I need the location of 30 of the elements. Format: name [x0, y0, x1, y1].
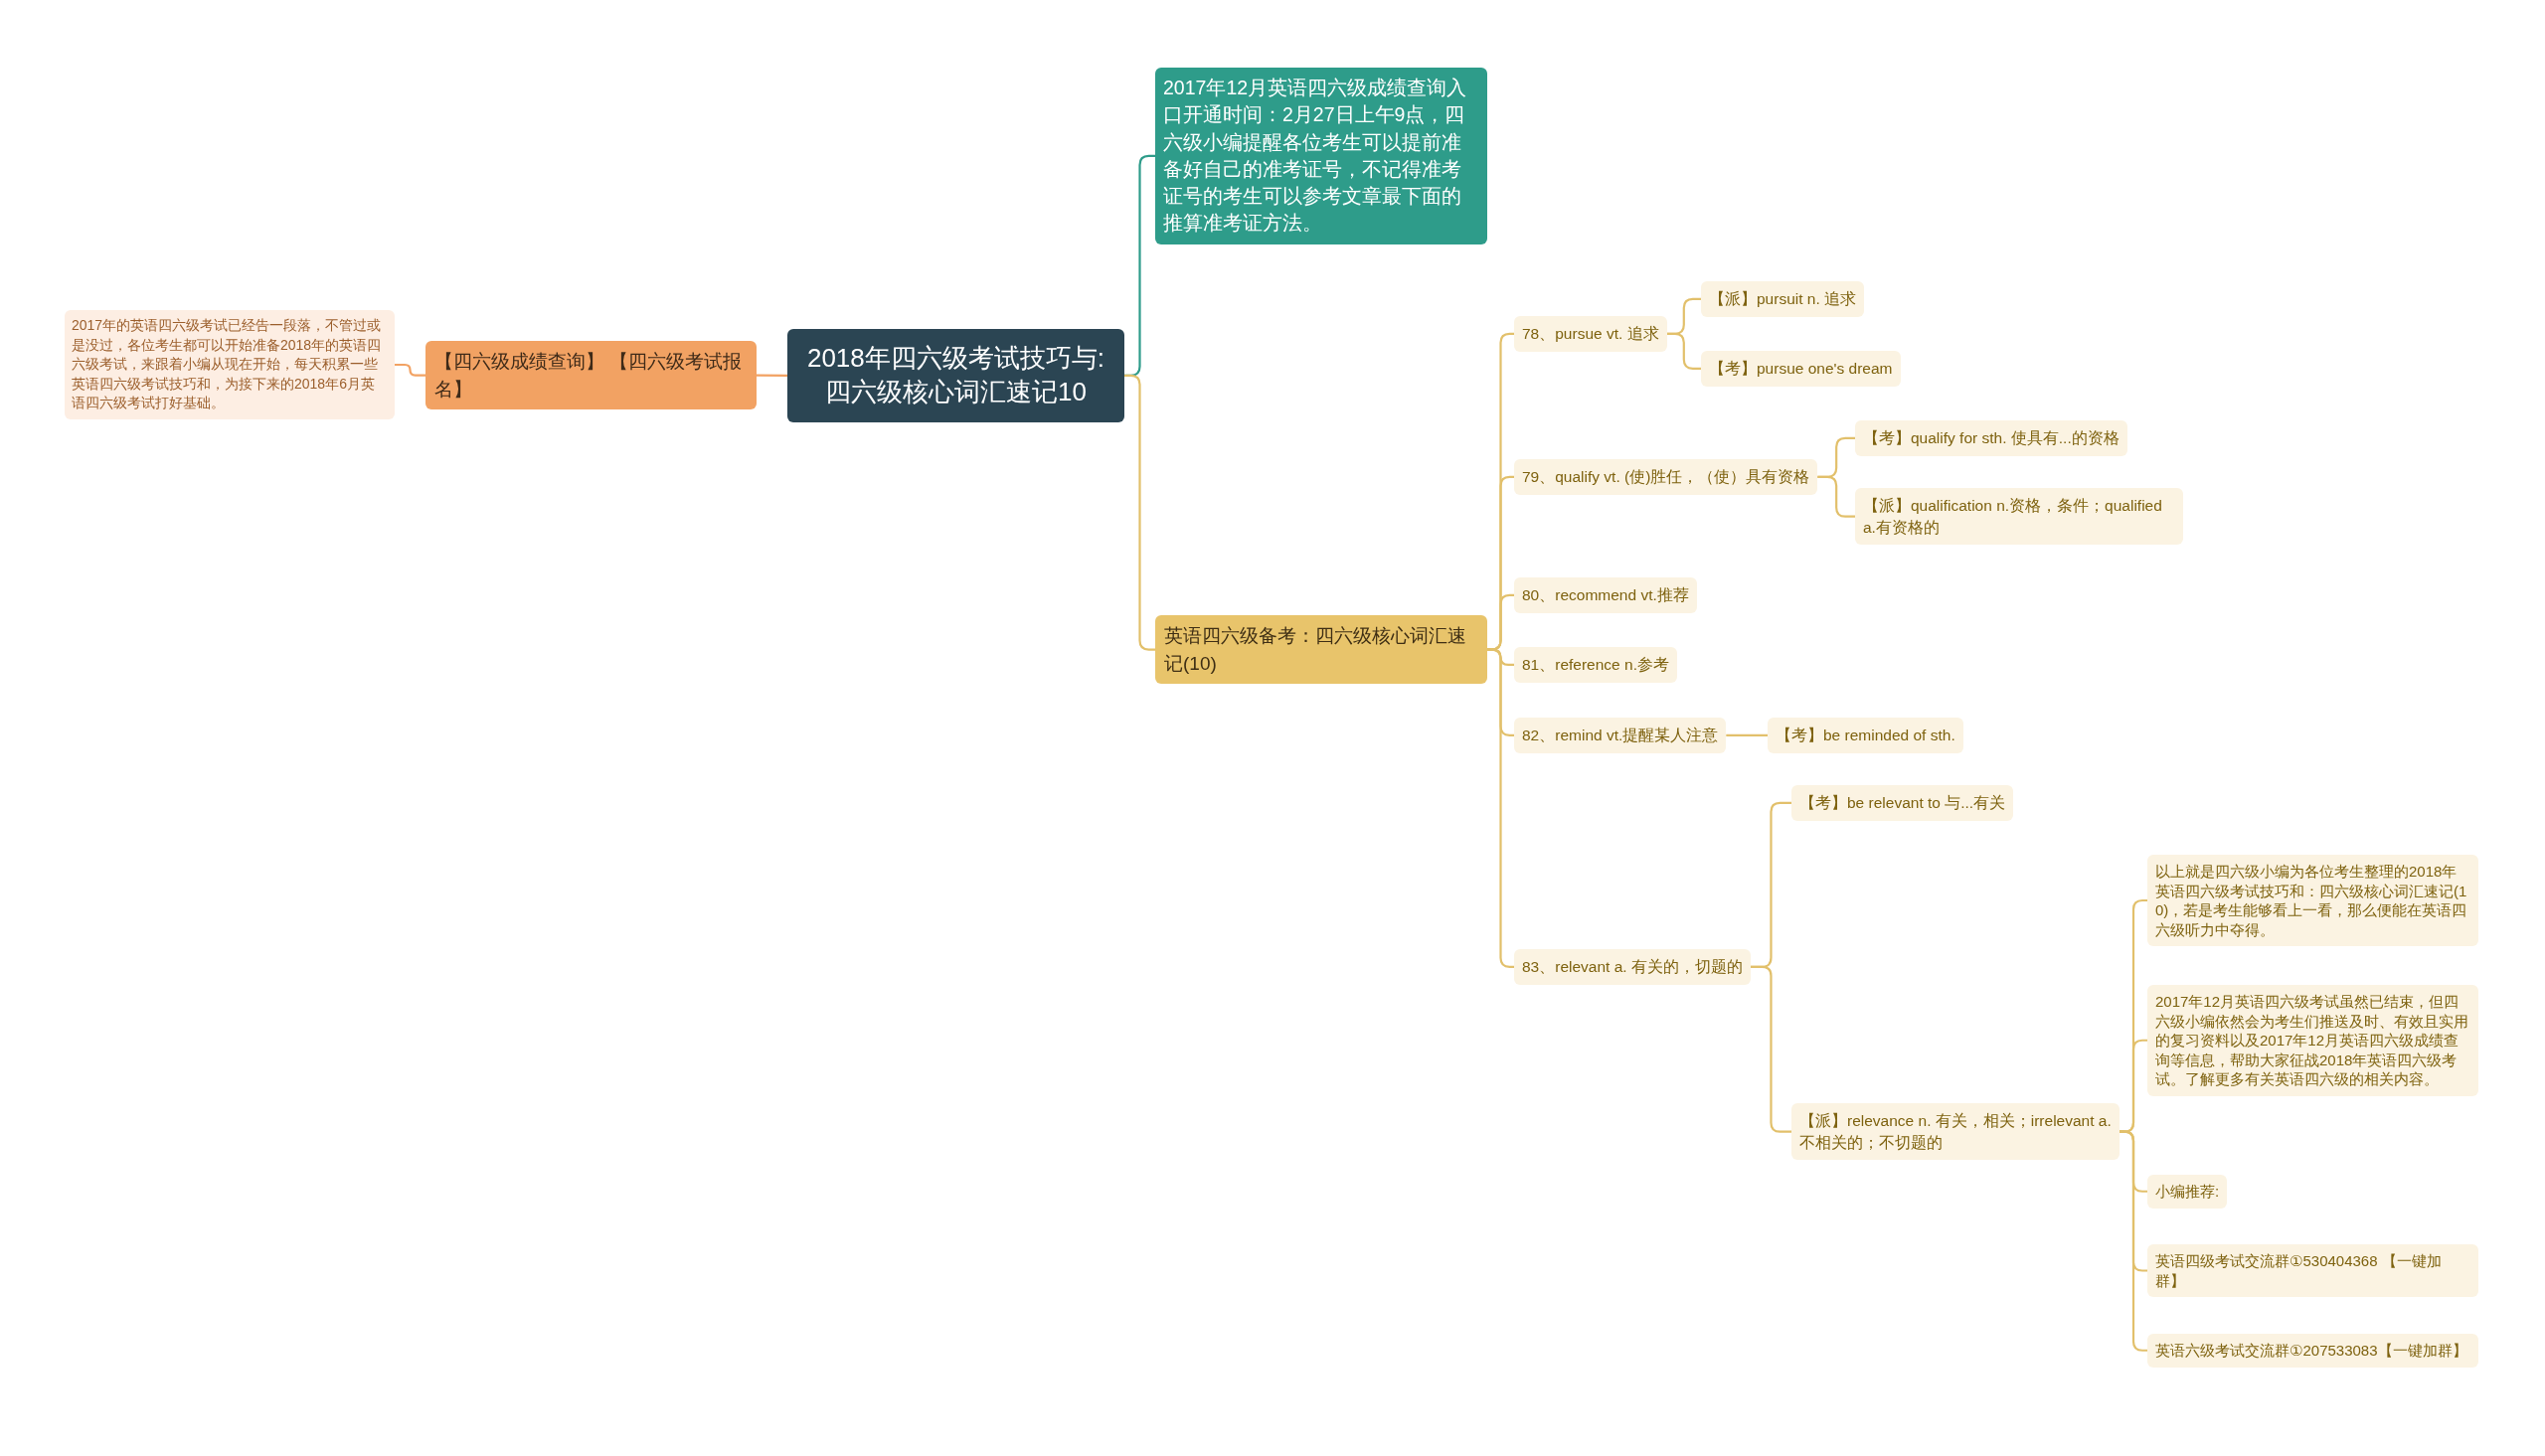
- note-card: 以上就是四六级小编为各位考生整理的2018年英语四六级考试技巧和：四六级核心词汇速记(10)，若是考生能够看上一看，那么便能在英语四六级听力中夺得。: [2147, 855, 2478, 946]
- subtopic: 79、qualify vt. (使)胜任，（使）具有资格: [1514, 459, 1818, 495]
- subtopic: 82、remind vt.提醒某人注意: [1514, 718, 1727, 753]
- connector-line: [395, 363, 425, 377]
- branch-topic: 英语四六级备考：四六级核心词汇速记(10): [1155, 615, 1487, 685]
- connector-line: [1726, 733, 1768, 736]
- branch-topic: 2017年12月英语四六级成绩查询入口开通时间：2月27日上午9点，四六级小编提醒各位考生可以提前准备好自己的准考证号，不记得准考证号的考生可以参考文章最下面的推算准考证方法。: [1155, 68, 1487, 244]
- note-card: 2017年的英语四六级考试已经告一段落，不管过或是没过，各位考生都可以开始准备2018年的英语四六级考试，来跟着小编从现在开始，每天积累一些英语四六级考试技巧和，为接下来的2018年6月英语四六级考试打好基础。: [65, 310, 395, 419]
- connector-line: [757, 374, 787, 377]
- branch-topic: 【四六级成绩查询】 【四六级考试报名】: [425, 341, 757, 410]
- subtopic: 83、relevant a. 有关的，切题的: [1514, 949, 1751, 985]
- subtopic: 【考】pursue one's dream: [1701, 351, 1901, 387]
- connector-line: [1817, 475, 1855, 518]
- connector-line: [1750, 965, 1791, 1133]
- subtopic: 【考】be relevant to 与...有关: [1791, 785, 2014, 821]
- subtopic: 【考】be reminded of sth.: [1768, 718, 1963, 753]
- subtopic: 【考】qualify for sth. 使具有...的资格: [1855, 420, 2127, 456]
- subtopic: 【派】qualification n.资格，条件；qualified a.有资格的: [1855, 488, 2183, 546]
- note-card: 小编推荐:: [2147, 1175, 2228, 1209]
- connector-line: [1666, 332, 1701, 370]
- subtopic: 78、pursue vt. 追求: [1514, 316, 1667, 352]
- subtopic: 【派】pursuit n. 追求: [1701, 281, 1865, 317]
- note-card: 2017年12月英语四六级考试虽然已结束，但四六级小编依然会为考生们推送及时、有效且实用的复习资料以及2017年12月英语四六级成绩查询等信息，帮助大家征战2018年英语四六级考试。了解更多有关英语四六级的相关内容。: [2147, 985, 2478, 1096]
- subtopic: 81、reference n.参考: [1514, 647, 1677, 683]
- note-card: 英语四级考试交流群①530404368 【一键加群】: [2147, 1244, 2478, 1297]
- subtopic: 【派】relevance n. 有关，相关；irrelevant a. 不相关的；不切题的: [1791, 1103, 2120, 1161]
- connector-line: [1124, 374, 1155, 651]
- subtopic: 80、recommend vt.推荐: [1514, 577, 1697, 613]
- central-topic: 2018年四六级考试技巧与:四六级核心词汇速记10: [787, 329, 1124, 422]
- note-card: 英语六级考试交流群①207533083【一键加群】: [2147, 1334, 2478, 1368]
